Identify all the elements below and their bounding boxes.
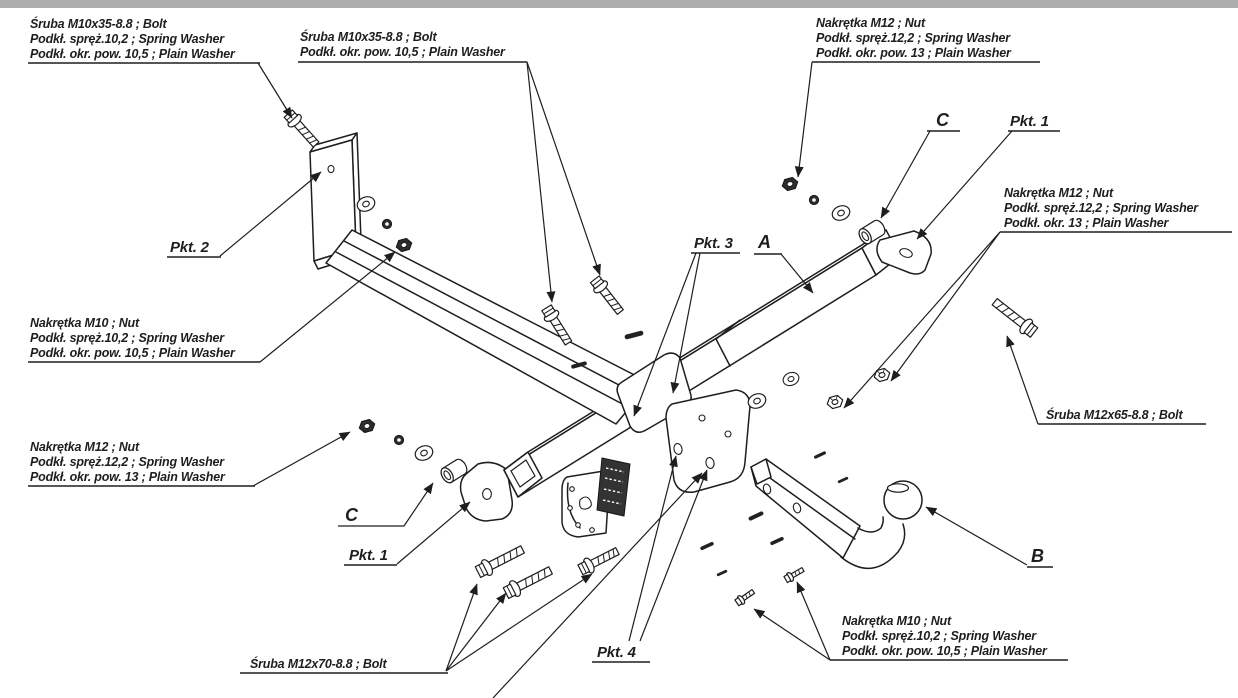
- pin-4: [769, 536, 785, 546]
- label-underlines: [28, 61, 1232, 674]
- marker-pkt1-left: Pkt. 1: [349, 547, 388, 564]
- label-right-bolt: Śruba M12x65-8.8 ; Bolt: [1046, 407, 1183, 422]
- bolt-m10-top-left: [281, 107, 323, 151]
- label-top-left-line-3: Podkł. okr. pow. 10,5 ; Plain Washer: [30, 47, 236, 61]
- pin-8: [837, 476, 849, 484]
- marker-pkt1-top: Pkt. 1: [1010, 113, 1049, 130]
- nut-m12-top-right: [780, 175, 800, 193]
- center-gusset: [561, 469, 611, 538]
- nut-m12-left: [357, 417, 377, 435]
- spring-washer-2: [393, 434, 405, 446]
- spring-washer-3: [808, 194, 820, 206]
- bolt-m12x70-2: [501, 562, 555, 602]
- labels: Śruba M10x35-8.8 ; Bolt Podkł. spręż.10,…: [30, 16, 1199, 671]
- bolt-m12x70-1: [473, 541, 527, 581]
- label-top-right-line-1: Nakrętka M12 ; Nut: [816, 16, 926, 30]
- label-bottom-right-line-3: Podkł. okr. pow. 10,5 ; Plain Washer: [842, 644, 1048, 658]
- label-top-right-line-3: Podkł. okr. pow. 13 ; Plain Washer: [816, 46, 1012, 60]
- label-top-center-line-1: Śruba M10x35-8.8 ; Bolt: [300, 29, 437, 44]
- label-top-left-line-1: Śruba M10x35-8.8 ; Bolt: [30, 16, 167, 31]
- bolt-m12x70-3: [576, 543, 622, 578]
- pin-6: [716, 569, 728, 577]
- marker-c-top: C: [936, 110, 950, 130]
- label-left-lower-line-1: Nakrętka M12 ; Nut: [30, 440, 140, 454]
- label-left-lower-line-2: Podkł. spręż.12,2 ; Spring Washer: [30, 455, 225, 469]
- label-top-center-line-2: Podkł. okr. pow. 10,5 ; Plain Washer: [300, 45, 506, 59]
- label-right-upper-line-1: Nakrętka M12 ; Nut: [1004, 186, 1114, 200]
- nut-m12-mid-2: [872, 366, 892, 384]
- pin-7: [813, 450, 827, 460]
- label-bottom-right-line-1: Nakrętka M10 ; Nut: [842, 614, 952, 628]
- drawing: [281, 107, 1040, 608]
- plain-washer-3: [829, 202, 853, 224]
- tow-ball-b: [750, 458, 923, 570]
- marker-pkt3: Pkt. 3: [694, 235, 734, 252]
- plain-washer-2: [412, 442, 436, 464]
- right-end-tab: [876, 230, 932, 275]
- marker-pkt4: Pkt. 4: [597, 644, 637, 661]
- plain-washer-5: [780, 369, 802, 389]
- ball-support-bracket: [665, 389, 751, 493]
- nut-m12-mid-1: [825, 393, 845, 411]
- label-bottom-right-line-2: Podkł. spręż.10,2 ; Spring Washer: [842, 629, 1037, 643]
- pin-1: [624, 330, 644, 340]
- left-end-tab: [459, 461, 514, 522]
- bolt-m12x65: [988, 294, 1040, 340]
- leader-lines: [219, 61, 1039, 698]
- pin-3: [747, 510, 765, 522]
- left-arm: [325, 229, 692, 433]
- top-border-bar: [0, 0, 1238, 8]
- label-left-mid-line-2: Podkł. spręż.10,2 ; Spring Washer: [30, 331, 225, 345]
- bolt-m10-center-2: [587, 273, 628, 318]
- label-left-mid-line-3: Podkł. okr. pow. 10,5 ; Plain Washer: [30, 346, 236, 360]
- bolt-m10-small-1: [733, 586, 757, 608]
- spring-washer-1: [381, 218, 393, 230]
- info-sticker: [596, 457, 631, 517]
- label-left-lower-line-3: Podkł. okr. pow. 13 ; Plain Washer: [30, 470, 226, 484]
- label-left-mid-line-1: Nakrętka M10 ; Nut: [30, 316, 140, 330]
- marker-a: A: [757, 232, 771, 252]
- bolt-m10-small-2: [782, 564, 806, 585]
- marker-pkt2: Pkt. 2: [170, 239, 210, 256]
- label-top-left-line-2: Podkł. spręż.10,2 ; Spring Washer: [30, 32, 225, 46]
- marker-c-left: C: [345, 505, 359, 525]
- nut-m10-on-arm: [394, 236, 414, 254]
- label-bottom-bolt: Śruba M12x70-8.8 ; Bolt: [250, 656, 387, 671]
- label-top-right-line-2: Podkł. spręż.12,2 ; Spring Washer: [816, 31, 1011, 45]
- pin-5: [699, 541, 715, 551]
- label-right-upper-line-3: Podkł. okr. 13 ; Plain Washer: [1004, 216, 1170, 230]
- marker-b: B: [1031, 546, 1044, 566]
- label-right-upper-line-2: Podkł. spręż.12,2 ; Spring Washer: [1004, 201, 1199, 215]
